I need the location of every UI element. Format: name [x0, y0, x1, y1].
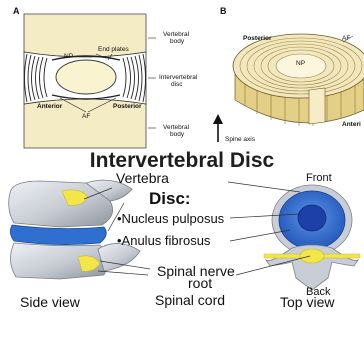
panel-a: A NP End plates Anterior Posteri	[0, 0, 215, 150]
label-vertebra: Vertebra	[116, 170, 169, 186]
panel-b: B Posterior NP AF Anteri Spine axis	[215, 0, 364, 150]
label-anterior-a: Anterior	[37, 103, 62, 110]
label-nucleus-pulposus: •Nucleus pulposus	[117, 211, 224, 226]
label-np-a: NP	[64, 53, 73, 60]
label-intervertebral-disc-1: Intervertebral	[159, 74, 197, 81]
label-anterior-b: Anteri	[342, 121, 361, 128]
label-top-view: Top view	[280, 294, 334, 310]
label-end-plates: End plates	[98, 46, 129, 53]
label-vertebral-body-bottom-1: Vertebral	[163, 124, 189, 131]
label-side-view: Side view	[20, 294, 80, 310]
label-spinal-cord: Spinal cord	[155, 292, 225, 308]
label-disc-heading: Disc:	[149, 189, 191, 209]
label-vertebral-body-top-2: body	[170, 38, 184, 45]
label-af-a: AF	[82, 113, 90, 120]
label-vertebral-body-bottom-2: body	[170, 131, 184, 138]
label-intervertebral-disc-2: disc	[171, 81, 183, 88]
label-vertebral-body-top-1: Vertebral	[163, 31, 189, 38]
label-af-b: AF	[342, 35, 350, 42]
label-posterior-b: Posterior	[243, 35, 272, 42]
label-anulus-fibrosus: •Anulus fibrosus	[117, 233, 210, 248]
label-spine-axis: Spine axis	[225, 136, 255, 143]
label-front: Front	[306, 172, 332, 184]
label-spinal-nerve-root-2: root	[188, 276, 212, 290]
label-np-b: NP	[296, 60, 305, 67]
top-view-illustration	[262, 182, 362, 292]
main-title: Intervertebral Disc	[0, 149, 364, 173]
label-posterior-a: Posterior	[113, 103, 142, 110]
